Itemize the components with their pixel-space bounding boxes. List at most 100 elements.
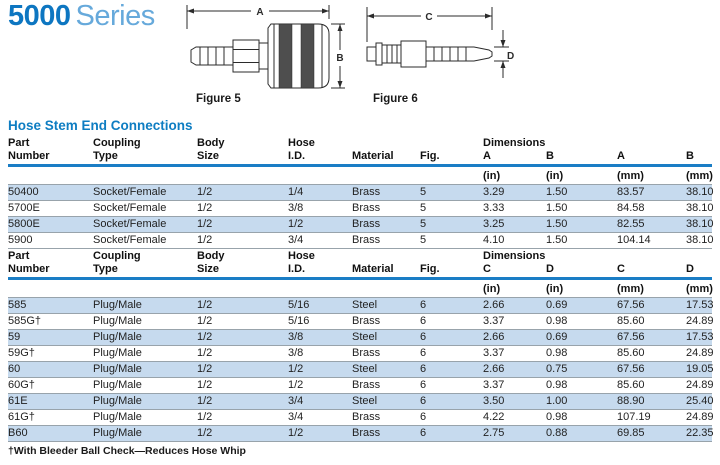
table-cell: 3/8 <box>288 202 304 214</box>
table-cell: 3.37 <box>483 315 505 327</box>
table-cell: 61E <box>8 395 28 407</box>
series-word: Series <box>75 0 156 32</box>
dim-b-label: B <box>336 53 343 64</box>
table-cell: 4.22 <box>483 411 505 423</box>
table-cell: 50400 <box>8 186 39 198</box>
table-cell: 0.98 <box>546 379 568 391</box>
col-header: B <box>546 150 554 162</box>
col-header: Material <box>352 263 394 275</box>
table-cell: 24.89 <box>686 315 714 327</box>
table-cell: 5 <box>420 202 427 214</box>
table-cell: 1/2 <box>197 347 213 359</box>
table-cell: 4.10 <box>483 234 505 246</box>
table-cell: 2.66 <box>483 299 505 311</box>
table-cell: 1/2 <box>197 202 213 214</box>
col-header: Size <box>197 263 220 275</box>
dim-a-label: A <box>256 7 263 18</box>
col-header: D <box>686 263 694 275</box>
table-cell: 2.66 <box>483 331 505 343</box>
plug-body-shape <box>400 40 427 68</box>
hose-barb-shape <box>425 46 493 62</box>
table-cell: 0.75 <box>546 363 568 375</box>
table-cell: 6 <box>420 363 427 375</box>
table-cell: Steel <box>352 395 378 407</box>
table-cell: 2.66 <box>483 363 505 375</box>
unit-label: (mm) <box>617 283 644 295</box>
table-cell: 1/2 <box>197 379 213 391</box>
table-cell: 25.40 <box>686 395 714 407</box>
table-cell: Brass <box>352 315 381 327</box>
table-cell: 38.10 <box>686 202 714 214</box>
table-cell: 1/2 <box>197 218 213 230</box>
table-cell: 1/2 <box>197 186 213 198</box>
table-cell: Plug/Male <box>93 347 142 359</box>
table-cell: 1/2 <box>197 315 213 327</box>
table-cell: 0.98 <box>546 347 568 359</box>
col-header: Size <box>197 150 220 162</box>
unit-label: (mm) <box>686 170 713 182</box>
col-header: Type <box>93 150 118 162</box>
table-cell: 3.37 <box>483 347 505 359</box>
table-cell: 1/2 <box>197 331 213 343</box>
table-cell: Brass <box>352 411 381 423</box>
col-header: Number <box>8 150 50 162</box>
col-header: Material <box>352 150 394 162</box>
table-cell: 3/4 <box>288 234 304 246</box>
table-cell: 0.69 <box>546 299 568 311</box>
table-cell: 1/2 <box>197 411 213 423</box>
table-cell: Brass <box>352 427 381 439</box>
table-cell: 3.25 <box>483 218 505 230</box>
col-header: Part <box>8 250 30 262</box>
table-cell: Brass <box>352 218 381 230</box>
knurl-band <box>300 23 315 89</box>
table-cell: 5800E <box>8 218 40 230</box>
col-header: B <box>686 150 694 162</box>
table-cell: 5 <box>420 186 427 198</box>
table-cell: 3.33 <box>483 202 505 214</box>
plug-tip-shape <box>366 46 377 62</box>
table-cell: 1/2 <box>288 379 304 391</box>
table-cell: Plug/Male <box>93 395 142 407</box>
table-cell: 61G† <box>8 411 35 423</box>
col-header: Fig. <box>420 263 440 275</box>
blue-rule <box>8 277 712 280</box>
table-cell: 6 <box>420 299 427 311</box>
table-cell: 69.85 <box>617 427 645 439</box>
col-header: Type <box>93 263 118 275</box>
table-cell: Socket/Female <box>93 218 167 230</box>
table-cell: 19.05 <box>686 363 714 375</box>
col-header: D <box>546 263 554 275</box>
table-plug-male: Part Coupling Body Hose Dimensions Numbe… <box>8 250 714 442</box>
table-cell: Steel <box>352 331 378 343</box>
table-cell: 67.56 <box>617 299 645 311</box>
table-cell: 1/2 <box>197 427 213 439</box>
table-cell: 3/4 <box>288 395 304 407</box>
table-cell: 38.10 <box>686 186 714 198</box>
table-cell: 1/2 <box>288 363 304 375</box>
figure-5-drawing: A B <box>186 5 345 89</box>
col-header-dimensions: Dimensions <box>483 250 546 262</box>
table-cell: 3.37 <box>483 379 505 391</box>
table-cell: 1.00 <box>546 395 568 407</box>
table-cell: 3.50 <box>483 395 505 407</box>
table-cell: 59G† <box>8 347 35 359</box>
table-cell: 104.14 <box>617 234 651 246</box>
table-cell: B60 <box>8 427 28 439</box>
table-cell: 5/16 <box>288 315 310 327</box>
table-cell: 5 <box>420 234 427 246</box>
table-cell: 1.50 <box>546 234 568 246</box>
unit-label: (mm) <box>686 283 713 295</box>
table-cell: 1/2 <box>288 218 304 230</box>
unit-label: (in) <box>546 170 564 182</box>
table-cell: Brass <box>352 202 381 214</box>
socket-body-shape <box>267 23 330 89</box>
